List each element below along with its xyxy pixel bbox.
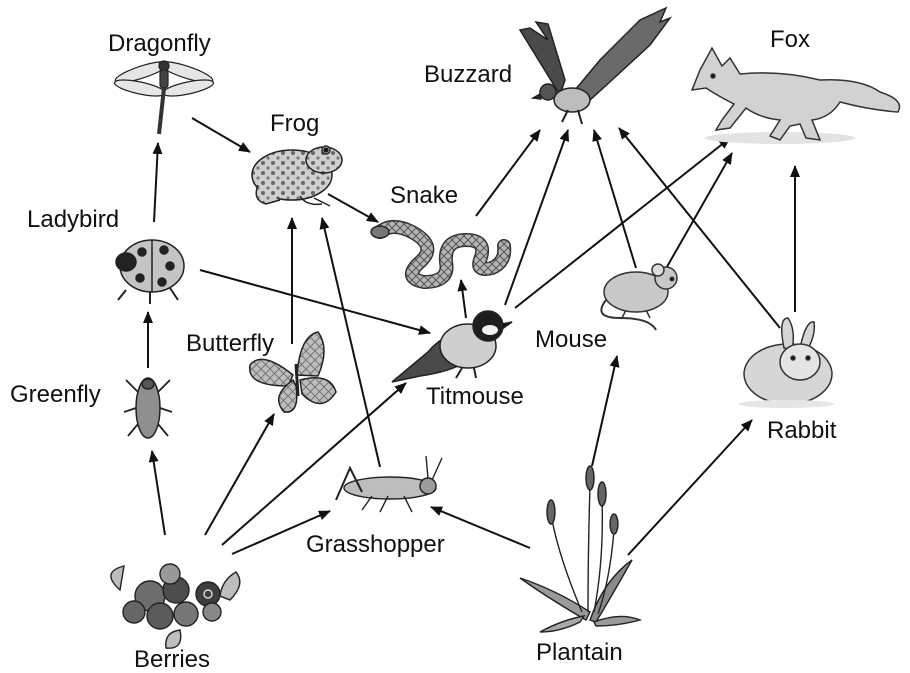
arrow-titmouse-to-snake [461, 280, 466, 318]
label-fox: Fox [770, 28, 810, 52]
label-buzzard: Buzzard [424, 63, 512, 87]
arrow-plantain-to-grasshopper [431, 507, 530, 548]
rabbit-illustration [738, 318, 834, 408]
plantain-illustration [520, 466, 640, 632]
arrow-frog-to-snake [328, 194, 378, 222]
arrow-ladybird-to-dragonfly [154, 143, 158, 222]
snake-illustration [371, 226, 504, 282]
arrow-snake-to-buzzard [476, 130, 540, 216]
label-snake: Snake [390, 184, 458, 208]
berries-illustration [111, 564, 240, 648]
frog-illustration [252, 146, 342, 206]
label-grasshopper: Grasshopper [306, 533, 445, 557]
arrow-mouse-to-buzzard [594, 130, 636, 268]
greenfly-illustration [124, 378, 172, 438]
arrow-berries-to-butterfly [205, 414, 274, 535]
label-butterfly: Butterfly [186, 332, 274, 356]
label-mouse: Mouse [535, 328, 607, 352]
arrow-plantain-to-rabbit [628, 420, 752, 555]
label-rabbit: Rabbit [767, 419, 836, 443]
titmouse-illustration [392, 311, 512, 382]
arrow-ladybird-to-titmouse [200, 270, 430, 333]
buzzard-illustration [520, 8, 670, 124]
ladybird-illustration [116, 240, 184, 304]
label-titmouse: Titmouse [426, 385, 524, 409]
arrow-plantain-to-mouse [592, 356, 617, 466]
label-berries: Berries [134, 648, 210, 672]
arrow-dragonfly-to-frog [192, 118, 250, 152]
label-frog: Frog [270, 112, 319, 136]
arrow-titmouse-to-buzzard [505, 130, 568, 305]
grasshopper-illustration [336, 456, 442, 512]
label-dragonfly: Dragonfly [108, 32, 211, 56]
mouse-illustration [601, 264, 677, 330]
arrow-berries-to-greenfly [152, 451, 165, 535]
fox-illustration [692, 48, 900, 144]
label-greenfly: Greenfly [10, 383, 101, 407]
label-ladybird: Ladybird [27, 208, 119, 232]
arrow-grasshopper-to-frog [322, 218, 380, 467]
label-plantain: Plantain [536, 641, 623, 665]
